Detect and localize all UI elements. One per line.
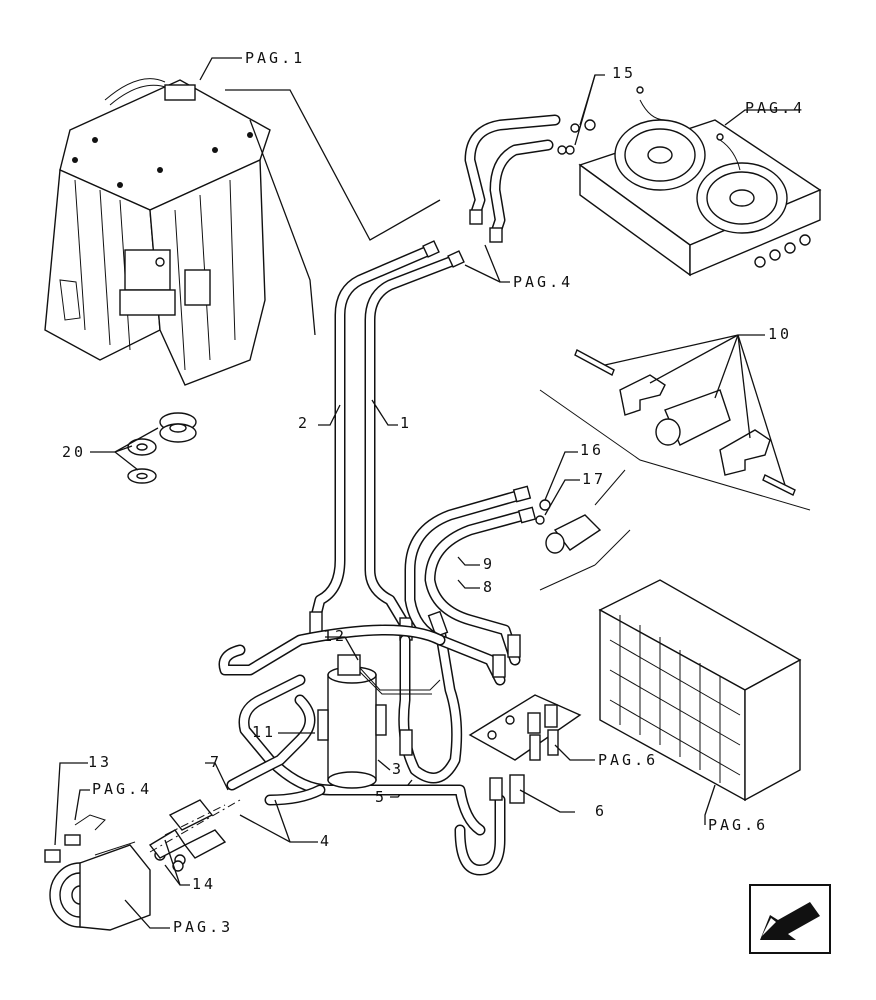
label-7: 7 (210, 753, 222, 771)
label-pag4-top: PAG.4 (745, 99, 805, 117)
label-pag6-b: PAG.6 (708, 816, 768, 834)
label-4: 4 (320, 832, 332, 850)
cab-assembly (44, 78, 271, 386)
label-11: 11 (252, 723, 276, 741)
label-20: 20 (62, 443, 86, 461)
condenser-fan-unit (578, 86, 822, 277)
label-17: 17 (582, 470, 606, 488)
label-pag3: PAG.3 (173, 918, 233, 936)
label-pag4-left: PAG.4 (92, 780, 152, 798)
label-2: 2 (298, 414, 310, 432)
label-5: 5 (375, 788, 387, 806)
expansion-valve-parts (574, 349, 796, 496)
label-12: 12 (323, 627, 347, 645)
cover-caps (127, 412, 197, 484)
hose-1-2 (309, 240, 465, 641)
hose-5 (398, 610, 463, 784)
label-3: 3 (392, 760, 404, 778)
label-pag1: PAG.1 (245, 49, 305, 67)
label-15: 15 (612, 64, 636, 82)
label-14: 14 (192, 875, 216, 893)
valve-block (535, 499, 602, 554)
label-pag4-mid: PAG.4 (513, 273, 573, 291)
mounting-plate (468, 694, 582, 761)
hose-8-9 (404, 485, 537, 686)
hose-4-7 (218, 624, 525, 876)
condenser-hoses (464, 114, 596, 243)
receiver-drier (317, 654, 441, 789)
label-8: 8 (483, 578, 495, 596)
label-9: 9 (483, 555, 495, 573)
direction-arrow-icon (749, 884, 831, 954)
label-10: 10 (768, 325, 792, 343)
label-6: 6 (595, 802, 607, 820)
evaporator-core (598, 579, 802, 802)
label-16: 16 (580, 441, 604, 459)
label-pag6-a: PAG.6 (598, 751, 658, 769)
compressor-wiring (44, 814, 106, 863)
label-1: 1 (400, 414, 412, 432)
label-13: 13 (88, 753, 112, 771)
